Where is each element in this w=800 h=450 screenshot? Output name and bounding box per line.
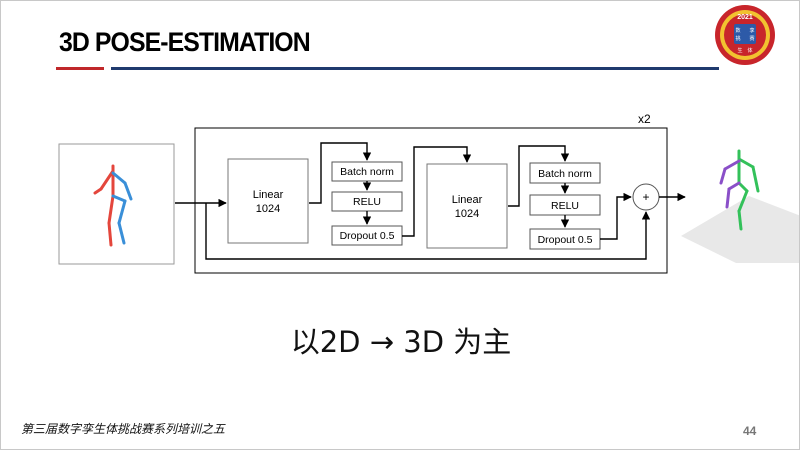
slide-subtitle: 以2D → 3D 为主 <box>290 325 512 359</box>
connectors <box>175 142 686 260</box>
input-2d-pose <box>58 143 175 265</box>
dropout-1-label: Dropout 0.5 <box>340 230 395 242</box>
logo-glyph: 生 <box>737 47 742 54</box>
relu-1-label: RELU <box>353 196 381 208</box>
linear-2-label: Linear <box>452 194 483 206</box>
logo-glyph: 赛 <box>749 35 754 42</box>
logo-glyph: 挑 <box>735 35 740 42</box>
logo-glyph: 体 <box>747 47 752 54</box>
competition-logo: 2021 数 孪 挑 赛 生 体 <box>715 5 775 65</box>
linear-2-size: 1024 <box>455 208 479 220</box>
slide-title: 3D POSE-ESTIMATION <box>59 27 311 57</box>
add-symbol: + <box>642 190 649 204</box>
title-rule-red <box>56 67 104 70</box>
batchnorm-1-label: Batch norm <box>340 166 394 178</box>
batchnorm-2-label: Batch norm <box>538 168 592 180</box>
logo-glyph: 数 <box>735 27 740 34</box>
page-number: 44 <box>743 424 757 438</box>
linear-1-label: Linear <box>253 189 284 201</box>
linear-box-1 <box>227 158 309 244</box>
relu-2-label: RELU <box>551 200 579 212</box>
linear-box-2 <box>426 163 508 249</box>
logo-glyph: 孪 <box>749 27 754 34</box>
linear-1-size: 1024 <box>256 203 280 215</box>
title-rule-blue <box>111 67 719 70</box>
outer-block <box>194 127 668 274</box>
repeat-label: x2 <box>638 112 651 126</box>
logo-year: 2021 <box>737 14 753 21</box>
dropout-2-label: Dropout 0.5 <box>538 234 593 246</box>
footer-text: 第三届数字孪生体挑战赛系列培训之五 <box>21 422 226 436</box>
output-3d-pose <box>681 149 799 263</box>
